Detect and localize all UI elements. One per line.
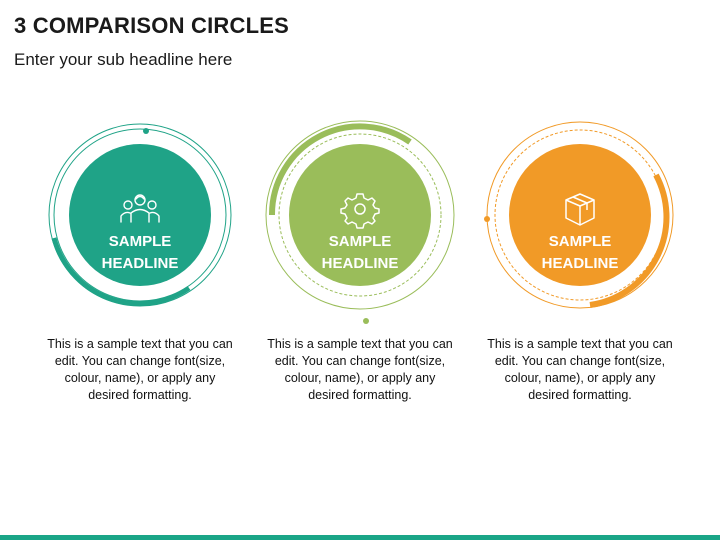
thick-arc-3 [589,173,670,308]
inner-ring-1 [53,128,227,302]
outer-ring-2 [265,120,455,310]
headline-line2: HEADLINE [101,255,179,272]
description-2: This is a sample text that you can edit.… [267,337,453,402]
outer-ring-3 [486,121,674,309]
headline-line1: SAMPLE [548,233,612,250]
headline-line1: SAMPLE [108,233,172,250]
page-title: 3 COMPARISON CIRCLES [14,13,289,38]
box-icon [565,193,595,226]
main-circle-1 [69,144,211,286]
circle-headline-1: SAMPLE HEADLINE [80,231,200,275]
inner-ring-2 [278,133,442,297]
ring-dot-3 [484,216,490,222]
comparison-diagram: SAMPLE HEADLINE SAMPLE HEADLINE SAMPLE H… [0,120,720,330]
headline-line2: HEADLINE [321,255,399,272]
headline-line1: SAMPLE [328,233,392,250]
bottom-accent-bar [0,535,720,540]
ring-dot-2 [363,318,369,324]
description-3: This is a sample text that you can edit.… [487,337,673,402]
circle-headline-2: SAMPLE HEADLINE [300,231,420,275]
circle-group-2 [265,120,455,324]
page-subtitle: Enter your sub headline here [14,50,233,69]
circle-group-3 [484,121,674,309]
main-circle-2 [289,144,431,286]
circle-group-1 [48,123,232,307]
thick-arc-2 [268,123,412,216]
thick-arc-1 [51,237,191,307]
gear-icon [340,193,380,229]
circles-graphic [48,120,674,324]
description-1: This is a sample text that you can edit.… [47,337,233,402]
headline-line2: HEADLINE [541,255,619,272]
ring-dot-1 [143,128,149,134]
circle-headline-3: SAMPLE HEADLINE [520,231,640,275]
team-icon [120,194,160,223]
